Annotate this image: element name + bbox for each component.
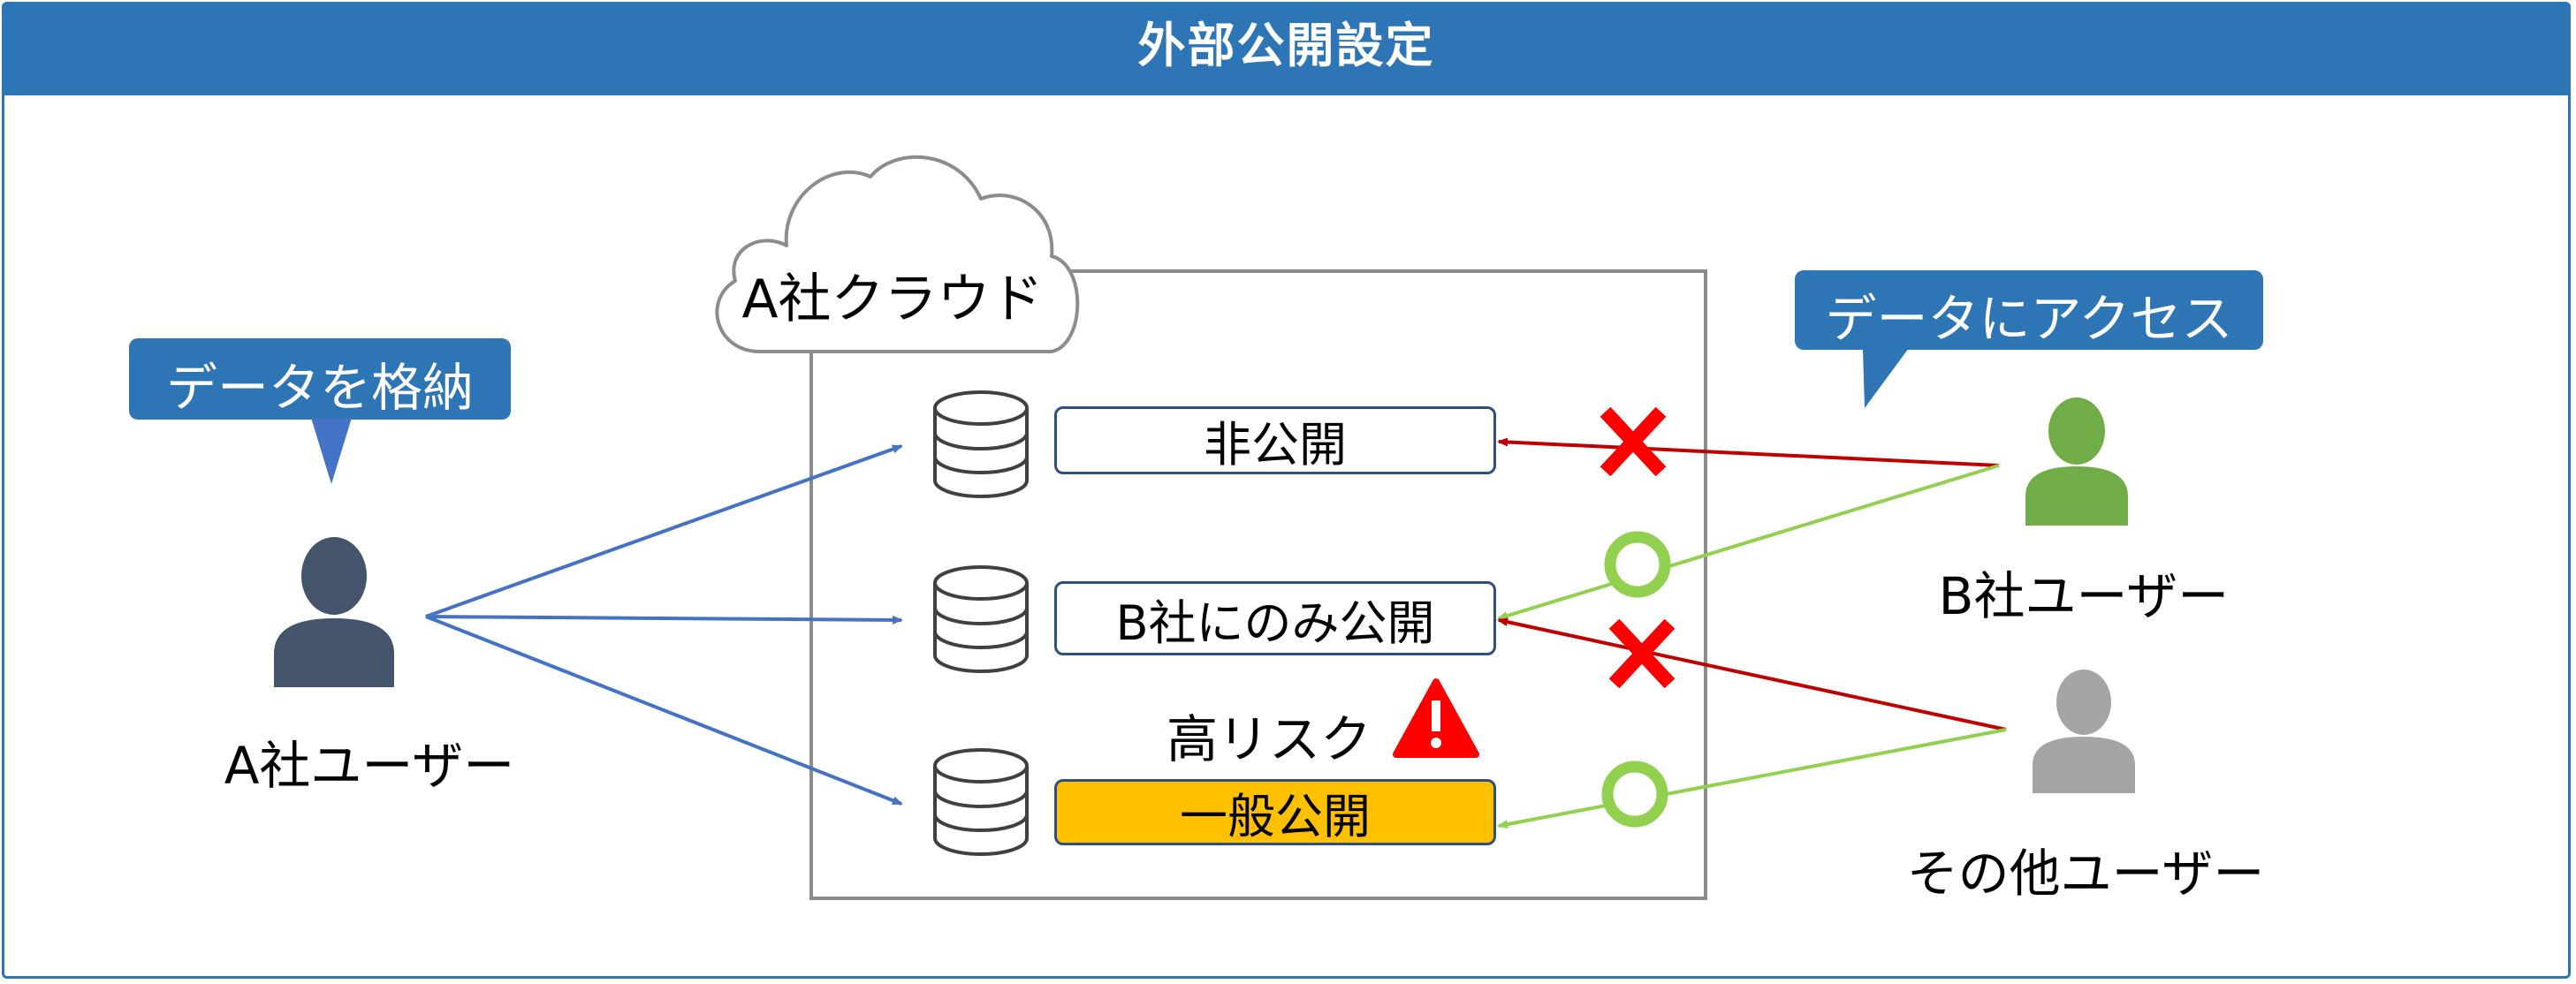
bubble-store	[129, 338, 511, 484]
allow-circle-icon	[1604, 531, 1671, 598]
allow-circle-icon	[1601, 761, 1668, 828]
database-icon	[933, 390, 1029, 498]
tier-public: 一般公開	[1054, 779, 1496, 845]
tier-private: 非公開	[1054, 406, 1496, 474]
store-arrow-b-only	[425, 615, 903, 624]
cloud-icon	[715, 155, 1080, 353]
store-arrow-private	[425, 444, 903, 618]
risk-label: 高リスク	[1166, 709, 1372, 769]
database-icon	[933, 565, 1029, 673]
other-to-public-arrow	[1497, 728, 2007, 829]
user-a-icon	[274, 537, 394, 687]
b-to-b-only-arrow	[1497, 464, 2000, 620]
database-icon	[933, 748, 1029, 856]
diagram-title: 外部公開設定	[1137, 18, 1435, 73]
store-arrow-public	[425, 615, 903, 806]
other-user-label: その他ユーザー	[1906, 844, 2265, 904]
other-user-icon	[2033, 670, 2135, 793]
tier-b-only: B社にのみ公開	[1054, 581, 1496, 655]
cloud-label: A社クラウド	[741, 269, 1044, 330]
cloud-container	[809, 269, 1707, 900]
bubble-access	[1795, 270, 2263, 408]
deny-cross-icon	[1600, 406, 1667, 477]
b-to-private-arrow	[1497, 437, 2000, 467]
deny-cross-icon	[1608, 618, 1676, 689]
title-bar: 外部公開設定	[2, 2, 2571, 95]
user-a-label: A社ユーザー	[224, 736, 515, 796]
warning-icon	[1393, 678, 1479, 758]
user-b-label: B社ユーザー	[1938, 566, 2230, 626]
bubble-store-text: データを格納	[165, 358, 474, 418]
bubble-access-text: データにアクセス	[1825, 289, 2233, 349]
other-to-b-only-arrow	[1497, 617, 2007, 731]
user-b-icon	[2025, 397, 2128, 526]
